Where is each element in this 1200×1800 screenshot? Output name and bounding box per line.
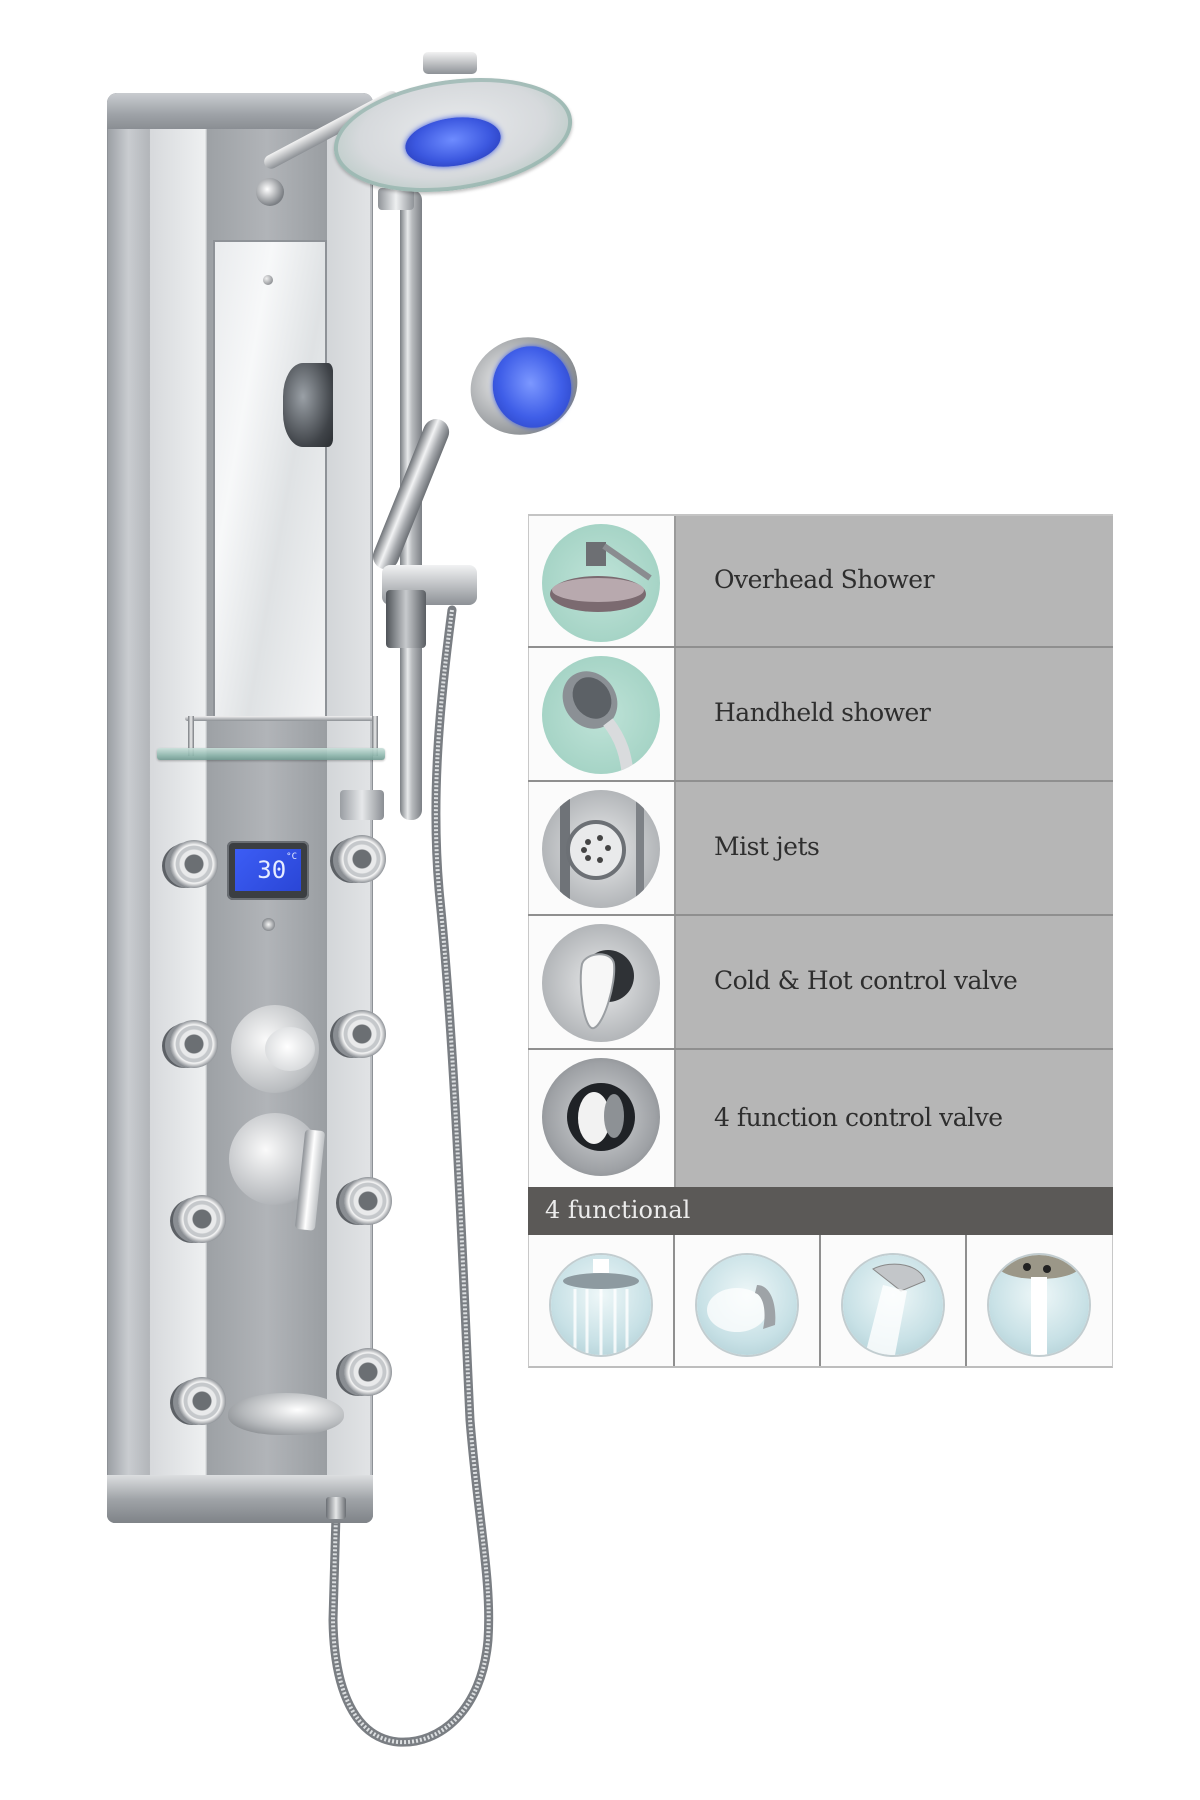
feature-label-cell: Mist jets [674,782,1113,914]
section-header: 4 functional [545,1196,691,1224]
body-jet-icon [344,1177,392,1225]
thermostatic-knob-icon [265,1027,315,1071]
feature-icon-cell [528,916,674,1048]
tub-spout [228,1393,344,1435]
body-jet-icon [344,1348,392,1396]
overhead-shower-icon [542,524,660,642]
diverter-knob-icon [542,1058,660,1176]
feature-label-cell: Overhead Shower [674,516,1113,646]
handheld-spray-mode-icon [843,1255,943,1355]
feature-label: Overhead Shower [714,565,935,595]
function-mode-cell [821,1235,967,1366]
feature-icon-cell [528,1050,674,1187]
body-jet-icon [338,1010,386,1058]
side-jet-head [283,363,333,447]
function-modes-row [528,1235,1113,1368]
shower-arm-base [256,178,284,206]
shelf-post [188,716,194,756]
feature-row: Handheld shower [528,648,1113,782]
lcd-temperature: 30°C [235,849,301,891]
feature-label-cell: Cold & Hot control valve [674,916,1113,1048]
temperature-value: 30 [257,856,287,884]
body-jet-icon [178,1377,226,1425]
mist-jet-mode-icon [697,1255,797,1355]
feature-label: 4 function control valve [714,1102,1003,1132]
hose-connector [326,1497,346,1519]
handheld-shower-icon [542,656,660,774]
function-mode-cell [675,1235,821,1366]
feature-row: 4 function control valve [528,1050,1113,1187]
feature-label: Cold & Hot control valve [714,966,1018,996]
rail-clip-top [378,188,414,210]
feature-row: Cold & Hot control valve [528,916,1113,1050]
body-jet-icon [338,835,386,883]
feature-label-cell: Handheld shower [674,648,1113,780]
shelf-post [372,716,378,756]
feature-label: Mist jets [714,832,820,862]
light-button [262,918,275,931]
feature-row: Overhead Shower [528,514,1113,648]
body-jet-icon [178,1195,226,1243]
tub-spout-mode-icon [989,1255,1089,1355]
feature-icon-cell [528,516,674,646]
feature-label: Handheld shower [714,698,931,728]
overhead-clip [423,52,477,74]
shower-panel-illustration: 30°C [0,0,592,1800]
rail-clip-bottom [340,790,384,820]
body-jet-icon [170,1020,218,1068]
function-mode-cell [529,1235,675,1366]
section-header-bar: 4 functional [528,1187,1113,1235]
mist-jet-icon [542,790,660,908]
rail-slider-body [386,590,426,648]
feature-icon-cell [528,782,674,914]
feature-label-cell: 4 function control valve [674,1050,1113,1187]
feature-row: Mist jets [528,782,1113,916]
rain-shower-mode-icon [551,1255,651,1355]
feature-icon-cell [528,648,674,780]
mirror [213,240,327,721]
function-mode-cell [967,1235,1113,1366]
shower-hose [328,605,494,1747]
mirror-screw-icon [263,275,273,285]
lever-valve-icon [542,924,660,1042]
feature-table: Overhead Shower Handheld shower [528,514,1113,1368]
body-jet-icon [170,840,218,888]
temperature-unit: °C [286,852,297,862]
shelf-rail [185,716,375,721]
glass-shelf [157,748,385,760]
